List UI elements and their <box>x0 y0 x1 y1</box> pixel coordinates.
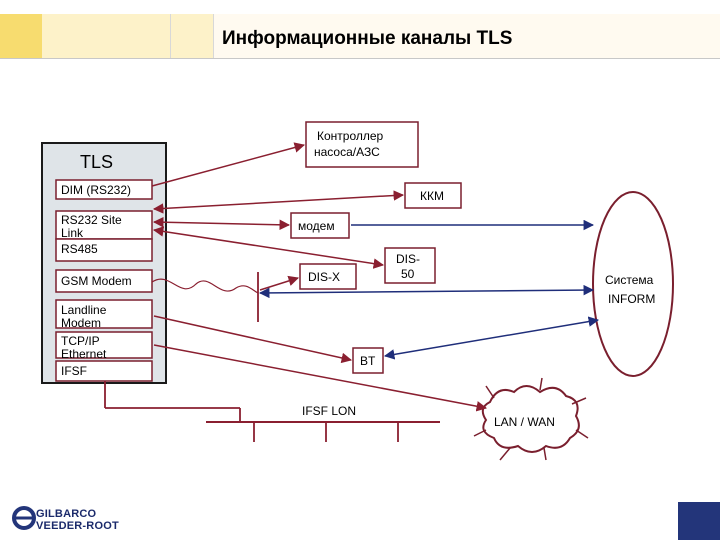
gsm-wave-line <box>151 278 259 294</box>
tls-item-gsm-box <box>55 269 153 293</box>
header-cell-cream-2 <box>171 14 214 58</box>
page-title: Информационные каналы TLS <box>222 28 513 49</box>
logo-text-line-2: VEEDER-ROOT <box>36 520 119 532</box>
lan-wan-label: LAN / WAN <box>494 415 555 429</box>
gilbarco-veeder-root-logo-icon <box>12 506 36 530</box>
controller-label-2: насоса/АЗС <box>314 145 380 159</box>
tls-item-sitelink-2: Link <box>61 226 84 240</box>
system-inform-label-2: INFORM <box>608 292 655 306</box>
tls-item-rs485: RS485 <box>61 242 98 256</box>
tls-title: TLS <box>80 152 113 172</box>
kkm-label: ККМ <box>420 189 444 203</box>
arrow-rs485-dis50 <box>152 226 385 269</box>
lan-wan-cloud <box>481 385 580 453</box>
arrow-landline-bt <box>153 315 353 364</box>
arrow-sitelink-modem <box>152 216 291 231</box>
header-divider <box>0 58 720 59</box>
tls-item-tcpip-box <box>55 331 153 359</box>
dis50-label-1: DIS- <box>396 252 420 266</box>
kkm-box <box>404 182 462 209</box>
dis50-label-2: 50 <box>401 267 415 281</box>
tls-item-rs485-box <box>55 238 153 262</box>
bt-box <box>352 347 384 374</box>
tls-item-ifsf: IFSF <box>61 364 87 378</box>
header-cell-cream-1 <box>42 14 171 58</box>
header-strip <box>0 0 720 58</box>
logo-text-line-1: GILBARCO <box>36 508 97 520</box>
controller-box <box>305 121 419 168</box>
ifsf-lon-label: IFSF LON <box>302 404 356 418</box>
tls-item-landline-1: Landline <box>61 303 107 317</box>
header-cell-cream-3 <box>214 14 720 58</box>
lan-wan-spikes <box>473 377 589 461</box>
tls-item-sitelink-box <box>55 210 153 240</box>
tls-item-tcpip-1: TCP/IP <box>61 334 100 348</box>
arrow-tcpip-lanwan <box>153 344 488 412</box>
arrow-dim-kkm <box>152 190 405 214</box>
tls-item-gsm: GSM Modem <box>61 274 132 288</box>
system-inform-ellipse <box>592 191 674 377</box>
bt-label: BT <box>360 354 376 368</box>
arrow-disx-inform <box>258 284 595 299</box>
tls-item-sitelink-1: RS232 Site <box>61 213 122 227</box>
arrow-gsm-disx <box>259 275 300 291</box>
corner-brand-block <box>678 502 720 540</box>
modem-label: модем <box>298 219 335 233</box>
arrow-bt-inform <box>383 316 600 360</box>
dis50-box <box>384 247 436 284</box>
controller-label-1: Контроллер <box>317 129 384 143</box>
system-inform-label-1: Система <box>605 273 654 287</box>
tls-item-dim-box <box>55 179 153 200</box>
arrow-dim-controller <box>151 142 306 187</box>
tls-item-ifsf-box <box>55 360 153 382</box>
disx-label: DIS-X <box>308 270 340 284</box>
tls-item-tcpip-2: Ethernet <box>61 347 107 361</box>
tls-item-dim: DIM (RS232) <box>61 183 131 197</box>
tls-item-landline-box <box>55 299 153 329</box>
tls-item-landline-2: Modem <box>61 316 101 330</box>
